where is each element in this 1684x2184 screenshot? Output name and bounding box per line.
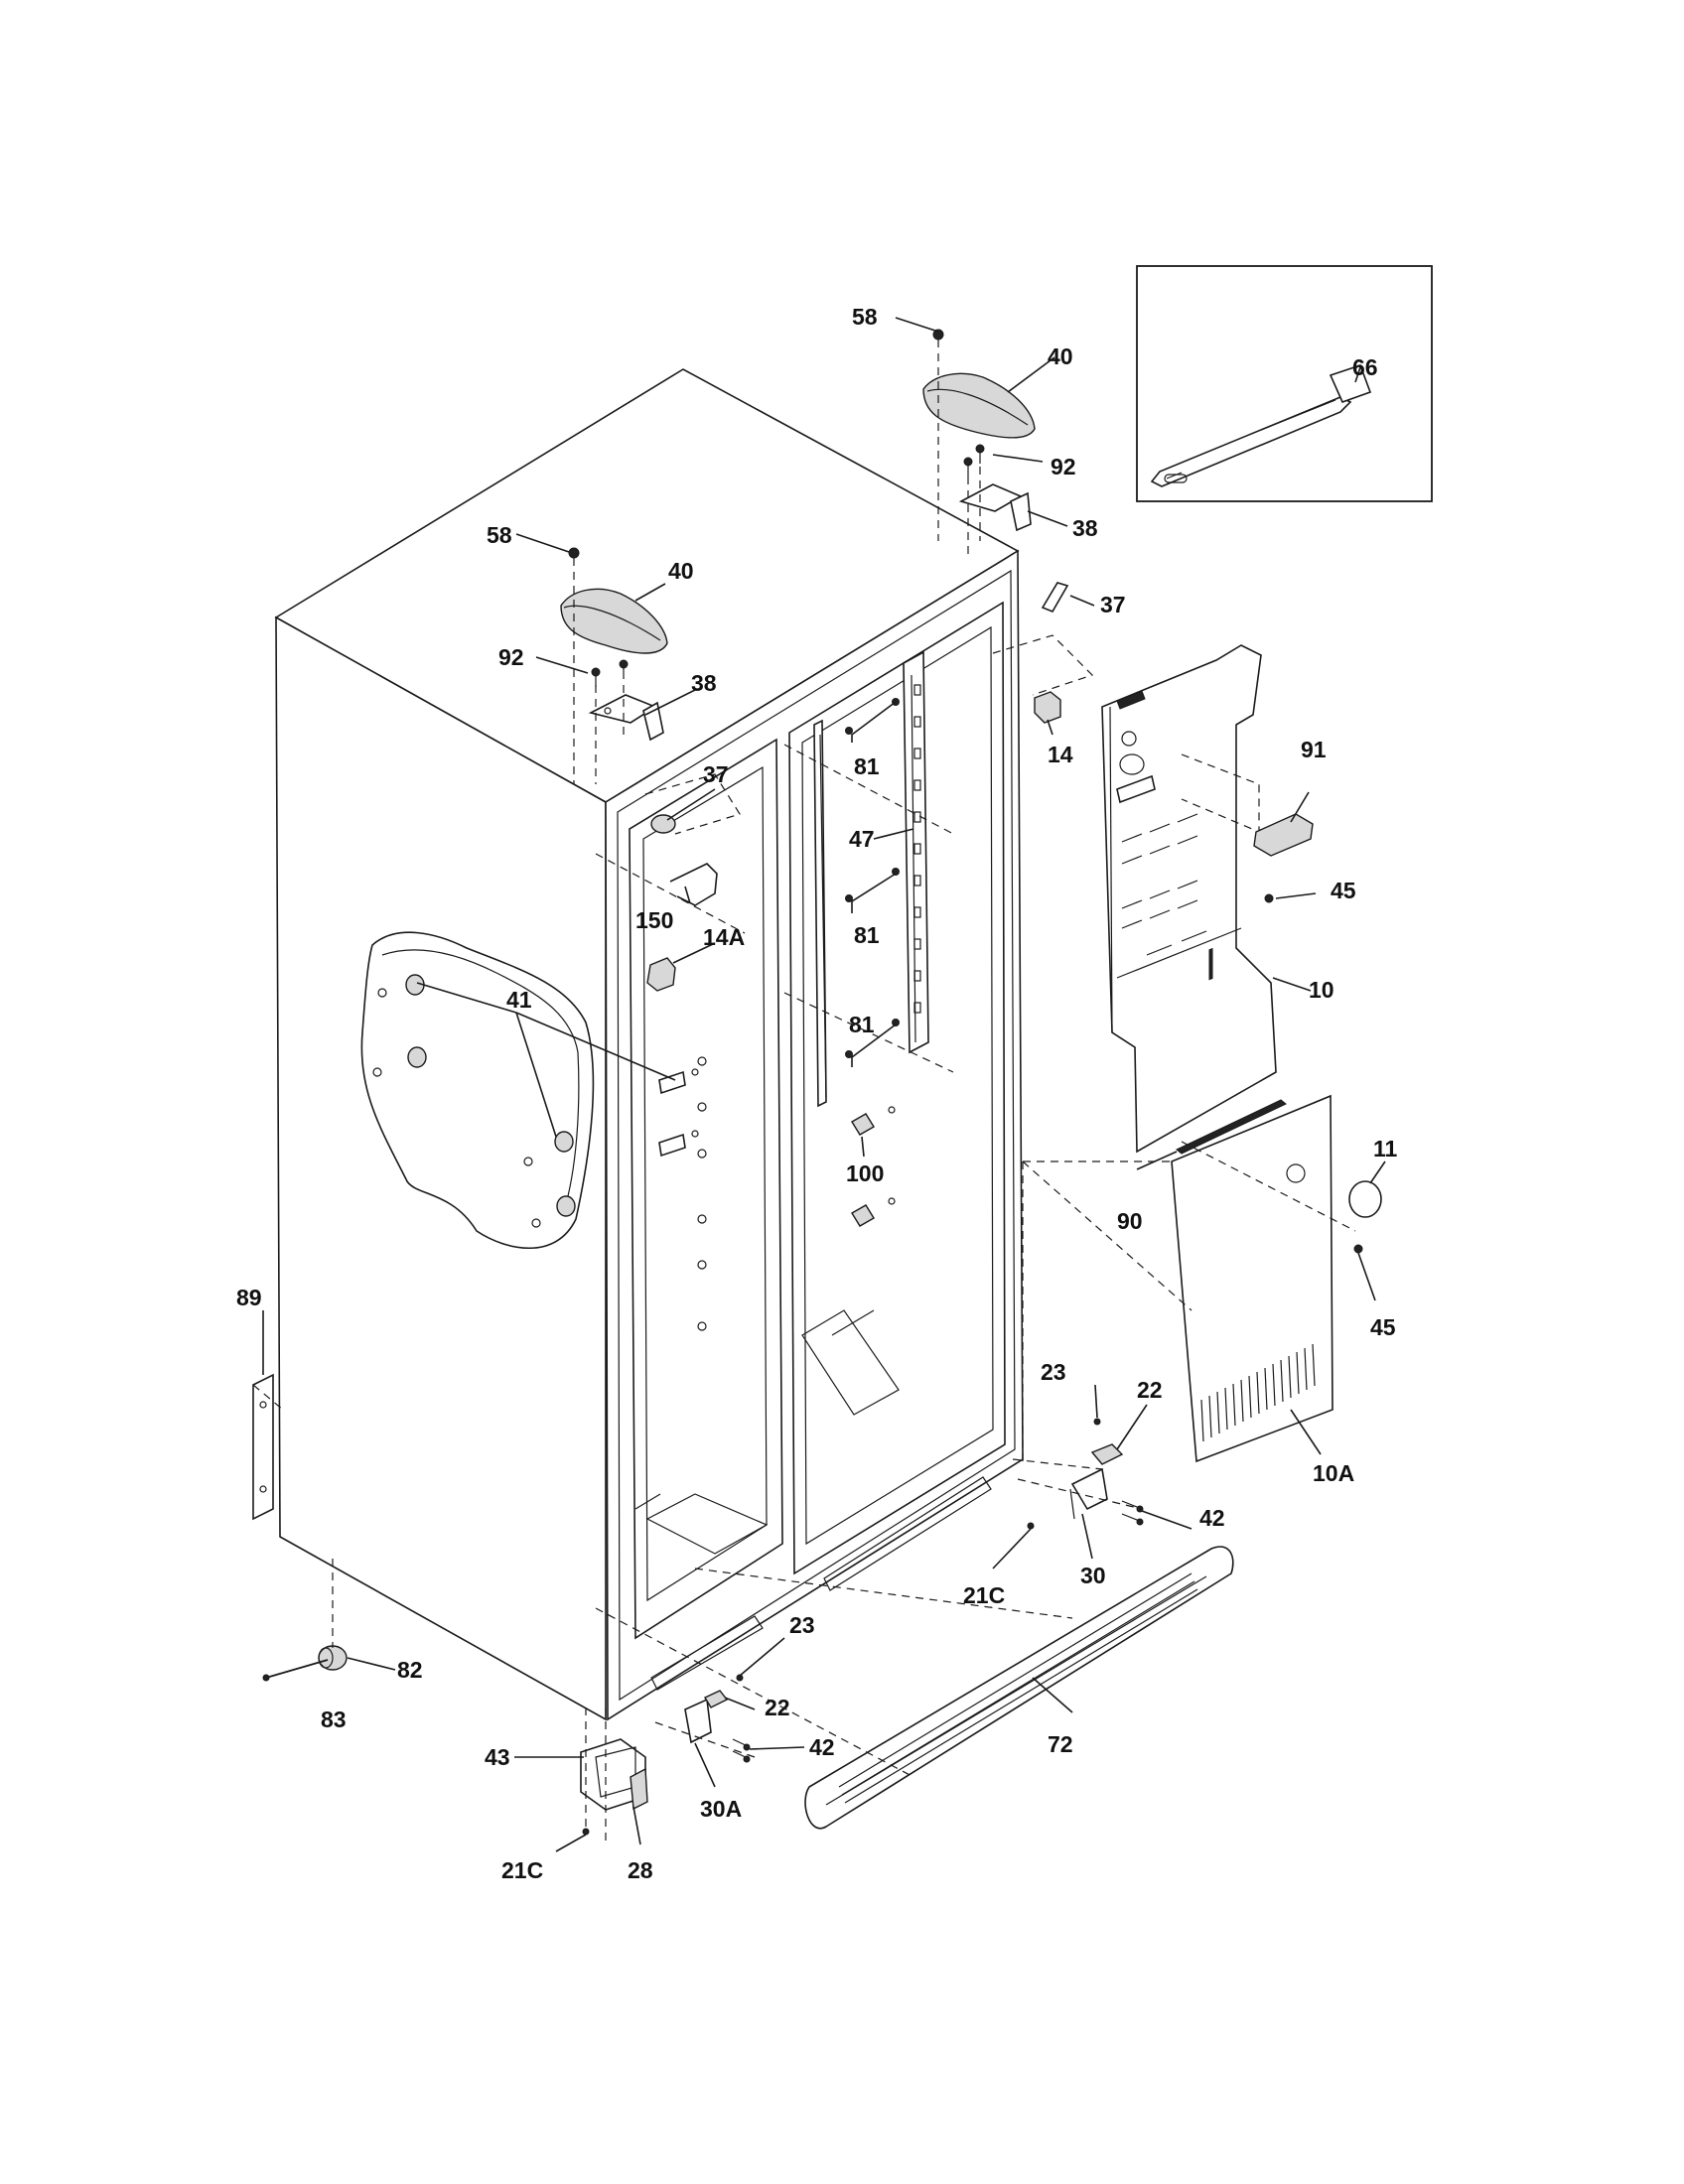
label-37-top-right: 37: [1100, 592, 1126, 617]
label-83: 83: [321, 1706, 347, 1732]
label-11: 11: [1373, 1136, 1398, 1161]
bottom-vent-left: [650, 1615, 764, 1691]
label-30a: 30A: [700, 1796, 742, 1822]
part-72-kick-plate: [804, 1546, 1234, 1830]
label-45-upper: 45: [1331, 878, 1356, 903]
part-92-right-screws: [963, 444, 985, 477]
cabinet-body: [274, 368, 1024, 1721]
label-47: 47: [849, 826, 875, 852]
part-100-clips: [851, 1106, 896, 1227]
part-28-leveler: [630, 1767, 648, 1811]
label-38-top-right: 38: [1072, 515, 1098, 541]
part-40-left-hinge-cover: [560, 588, 668, 654]
label-21c-left: 21C: [501, 1857, 543, 1883]
label-40-top-left: 40: [668, 558, 694, 584]
part-66-strap: [1150, 363, 1372, 487]
part-150-bracket: [669, 863, 718, 906]
part-38-right-hinge: [958, 483, 1032, 532]
part-22-right-bushing: [1090, 1443, 1124, 1465]
part-14-switch: [1034, 691, 1061, 724]
part-14a-switch: [646, 957, 676, 992]
label-92-top-left: 92: [498, 644, 524, 670]
label-23-left: 23: [789, 1612, 815, 1638]
label-45-lower: 45: [1370, 1314, 1396, 1340]
label-89: 89: [236, 1285, 262, 1310]
label-82: 82: [397, 1657, 423, 1683]
part-47-shelf-rails: [813, 650, 929, 1108]
part-11-plug: [1348, 1180, 1382, 1218]
label-72: 72: [1048, 1731, 1073, 1757]
part-22-left-bushing: [704, 1690, 729, 1708]
part-91-connector: [1253, 813, 1314, 857]
screw-21c-right: [1027, 1522, 1035, 1530]
label-14: 14: [1048, 742, 1073, 767]
label-66: 66: [1352, 354, 1378, 380]
label-41: 41: [506, 987, 532, 1013]
label-90: 90: [1117, 1208, 1143, 1234]
part-42-right-screws: [1121, 1500, 1144, 1526]
screw-58-left: [568, 547, 580, 559]
part-90-strip: [1176, 1099, 1287, 1155]
label-40-top-right: 40: [1048, 343, 1073, 369]
screw-45-lower: [1353, 1244, 1363, 1254]
part-89-side-bracket: [252, 1373, 274, 1521]
bottom-vent-right: [823, 1476, 992, 1591]
part-37-right: [1041, 582, 1069, 614]
label-42-right: 42: [1199, 1505, 1225, 1531]
screw-23-right: [1093, 1418, 1101, 1426]
label-81-bottom: 81: [849, 1012, 875, 1037]
screw-21c-left: [582, 1828, 590, 1836]
part-10-rear-panel: [1101, 644, 1277, 1154]
part-82-roller: [318, 1645, 348, 1671]
part-42-left-screws: [732, 1738, 751, 1763]
label-92-top-right: 92: [1051, 454, 1076, 479]
part-38-left-hinge: [588, 694, 664, 742]
label-37-left: 37: [703, 761, 729, 787]
part-41-shelf-bracket: [360, 931, 595, 1250]
label-10: 10: [1309, 977, 1334, 1003]
label-21c-right: 21C: [963, 1582, 1005, 1608]
part-10a-lower-panel: [1171, 947, 1333, 1463]
part-81-screws: [845, 698, 900, 1058]
part-30-right-bottom-hinge: [1069, 1467, 1108, 1520]
inset-frame: [1136, 265, 1433, 502]
label-81-top: 81: [854, 753, 880, 779]
part-40-right-hinge-cover: [922, 372, 1036, 439]
label-10a: 10A: [1313, 1460, 1354, 1486]
label-58-top-left: 58: [487, 522, 512, 548]
label-28: 28: [628, 1857, 653, 1883]
label-42-left: 42: [809, 1734, 835, 1760]
part-92-left-screws: [591, 659, 629, 687]
label-91: 91: [1301, 737, 1327, 762]
part-83-axle: [265, 1659, 329, 1679]
label-150: 150: [635, 907, 673, 933]
label-100: 100: [846, 1160, 884, 1186]
leader-lines: [262, 317, 1386, 1852]
label-43: 43: [485, 1744, 510, 1770]
fresh-food-compartment: [788, 601, 1006, 1575]
label-14a: 14A: [703, 924, 745, 950]
part-41-pins: [658, 1068, 699, 1158]
part-number-labels: 58 40 92 38 37 66 58 40 92 38 37 150 14A…: [236, 304, 1398, 1883]
label-23-right: 23: [1041, 1359, 1066, 1385]
screw-45-upper: [1264, 893, 1274, 903]
label-38-top-left: 38: [691, 670, 717, 696]
inset-detail: [1136, 265, 1433, 502]
label-81-middle: 81: [854, 922, 880, 948]
label-22-right: 22: [1137, 1377, 1163, 1403]
label-58-top-right: 58: [852, 304, 878, 330]
label-22-left: 22: [765, 1695, 790, 1720]
label-30: 30: [1080, 1563, 1106, 1588]
part-30a-left-bottom-hinge: [684, 1698, 712, 1744]
